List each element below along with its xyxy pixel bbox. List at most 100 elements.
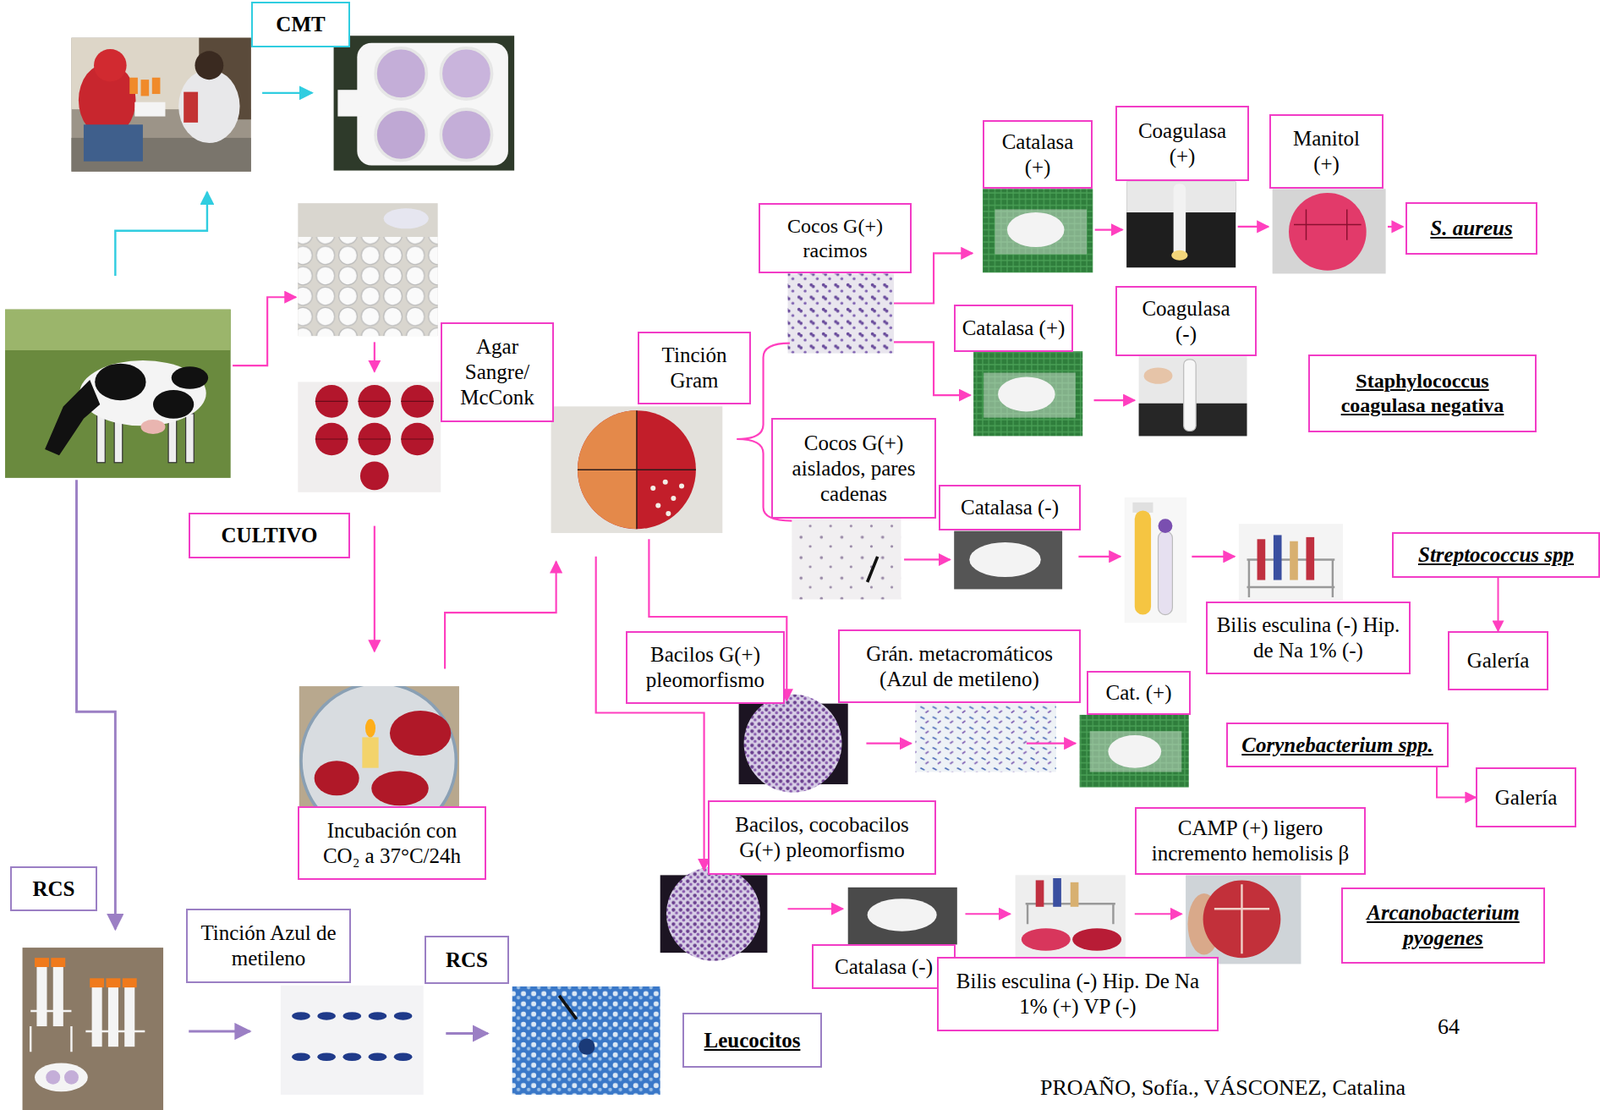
pointer [558, 995, 577, 1020]
node-text: Tinción Azul de metileno [198, 920, 339, 971]
cow-patch [153, 389, 194, 419]
flame [365, 718, 376, 738]
person [178, 69, 240, 143]
leg [186, 413, 195, 463]
process-box: Grán. metacromáticos (Azul de metileno) [838, 629, 1081, 703]
tube [1183, 359, 1196, 431]
node-text: Incubación con CO₂ a 37°C/24h [309, 817, 475, 869]
process-box: Agar Sangre/ McConk [440, 322, 554, 422]
tube [1070, 882, 1080, 907]
tube [1305, 536, 1315, 581]
paddle [34, 1062, 88, 1091]
process-box: Cocos G(+) aislados, pares cadenas [771, 417, 937, 519]
node-text: Grán. metacromáticos (Azul de metileno) [849, 641, 1070, 692]
photo-ground [1124, 497, 1188, 623]
result-box: Arcanobacterium pyogenes [1341, 887, 1546, 964]
bubbles [1007, 212, 1065, 247]
photo-ground [71, 38, 251, 172]
micrograph [791, 518, 901, 599]
candle [361, 736, 379, 768]
photo-micrograph [660, 866, 768, 961]
plate [1021, 927, 1071, 951]
rack [30, 1010, 145, 1052]
flow-arrows [232, 226, 1403, 914]
cow-head [44, 379, 100, 455]
tube [92, 985, 103, 1047]
tube [1257, 538, 1266, 580]
node-text: RCS [32, 876, 75, 902]
colony [670, 495, 676, 501]
well [440, 48, 492, 99]
node-text: Streptococcus spp [1418, 542, 1574, 568]
micrograph [512, 986, 661, 1095]
blood-agar [577, 410, 696, 529]
photo-ground [551, 405, 724, 533]
tube [1134, 509, 1151, 614]
connector [1436, 767, 1476, 798]
plate [360, 461, 390, 491]
node-text: Manitol (+) [1286, 126, 1367, 177]
process-box: Coagulasa (-) [1115, 285, 1257, 357]
well [45, 1069, 61, 1085]
leg [97, 413, 106, 463]
process-box: Cat. (+) [1086, 670, 1191, 715]
photo-rack [1238, 523, 1343, 601]
photo-ground [280, 985, 424, 1095]
node-text: Bacilos, cocobacilos G(+) pleomorfismo [718, 811, 927, 863]
cap [50, 957, 66, 967]
process-box: Catalasa (+) [982, 120, 1093, 189]
photo-catalase [973, 350, 1083, 436]
flow-arrow [445, 1031, 488, 1035]
node-text: RCS [445, 947, 488, 973]
photo-rcs-tubes [22, 947, 165, 1110]
process-box: RCS [424, 935, 510, 984]
cap [89, 977, 105, 987]
author-note: PROAÑO, Sofía., VÁSCONEZ, Catalina [1040, 1073, 1406, 1101]
photo-catalase-negative [848, 887, 958, 945]
bubbles [1107, 734, 1162, 768]
result-box: S. aureus [1405, 202, 1538, 255]
photo-ground [1015, 874, 1126, 957]
well [375, 48, 427, 99]
process-box: Catalasa (-) [811, 943, 956, 989]
smear [394, 1011, 413, 1020]
node-text: CULTIVO [221, 522, 318, 548]
photo-tubes [1124, 497, 1188, 623]
streak [1214, 883, 1270, 954]
tube [1158, 531, 1173, 615]
flow-arrow [1095, 228, 1124, 231]
photo-ground [1139, 356, 1248, 436]
photo-catalase [982, 188, 1093, 273]
smear [368, 1011, 388, 1020]
tube [1052, 877, 1062, 907]
well [375, 109, 427, 160]
tube [1035, 879, 1045, 906]
node-text: Tinción Gram [650, 342, 740, 394]
node-text: Galería [1495, 784, 1558, 811]
process-box: Bilis esculina (-) Hip. de Na 1% (-) [1205, 601, 1411, 674]
process-box: Tinción Gram [637, 331, 751, 405]
photo-mannitol [1272, 188, 1387, 274]
node-text: Catalasa (-) [834, 953, 933, 980]
node-text: CMT [275, 11, 325, 38]
photo-cow [5, 309, 231, 478]
jeans [83, 124, 143, 161]
process-box: Bilis esculina (-) Hip. De Na 1% (+) VP … [936, 956, 1219, 1031]
process-box: CULTIVO [188, 512, 351, 559]
smear [291, 1052, 311, 1061]
colony [679, 483, 685, 489]
node-text: Bacilos G(+) pleomorfismo [633, 641, 778, 693]
photo-cmt [334, 35, 516, 170]
udder [141, 419, 166, 434]
flow-arrow [788, 907, 844, 910]
photo-coagulase [1139, 356, 1248, 436]
photo-ground [334, 35, 516, 170]
bottle [152, 77, 161, 94]
micrograph [744, 694, 843, 793]
node-text: Bilis esculina (-) Hip. de Na 1% (-) [1213, 612, 1404, 664]
flow-arrow [1238, 225, 1269, 228]
micrograph [788, 273, 894, 353]
smear [291, 1011, 311, 1020]
plate [371, 770, 429, 806]
